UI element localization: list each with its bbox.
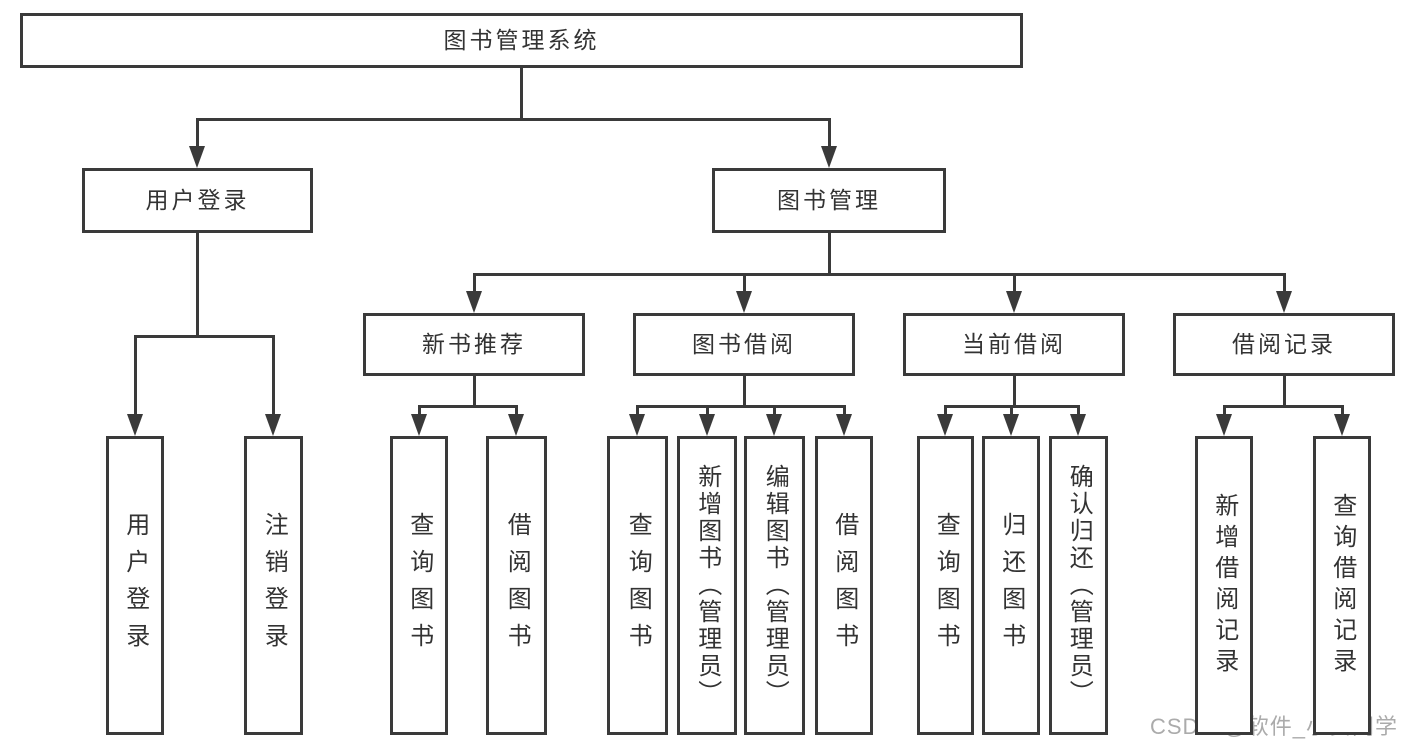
node-records-add-record: 新增借阅记录 [1195, 436, 1253, 735]
connector-drop-book-management [1012, 273, 1016, 297]
arrow-down-icon [736, 291, 752, 313]
node-label-borrow-borrow-book: 借阅图书 [830, 511, 858, 660]
node-current-borrowing: 当前借阅 [903, 313, 1125, 376]
arrow-down-icon [189, 146, 205, 168]
arrow-down-icon [1006, 291, 1022, 313]
connector-stem-user-login [195, 233, 199, 338]
node-label-borrow-add-book-admin: 新增图书（管理员） [693, 464, 721, 707]
node-borrow-edit-book-admin: 编辑图书（管理员） [744, 436, 805, 735]
connector-drop-book-management [1282, 273, 1286, 297]
arrow-down-icon [836, 414, 852, 436]
node-book-borrowing: 图书借阅 [633, 313, 855, 376]
connector-drop-book-borrowing [772, 405, 776, 420]
node-book-management: 图书管理 [712, 168, 946, 233]
node-label-newbook-borrow-book: 借阅图书 [503, 511, 531, 660]
node-label-newbook-query-book: 查询图书 [405, 511, 433, 660]
connector-drop-current-borrowing [1009, 405, 1013, 420]
arrow-down-icon [508, 414, 524, 436]
node-label-book-management: 图书管理 [777, 187, 881, 214]
node-login: 用户登录 [106, 436, 164, 735]
node-current-query-book: 查询图书 [917, 436, 974, 735]
node-records-query-record: 查询借阅记录 [1313, 436, 1371, 735]
arrow-down-icon [127, 414, 143, 436]
connector-stem-borrowing-records [1282, 376, 1286, 408]
node-borrow-add-book-admin: 新增图书（管理员） [677, 436, 737, 735]
node-newbook-borrow-book: 借阅图书 [486, 436, 547, 735]
node-label-logout: 注销登录 [260, 511, 288, 660]
node-label-book-borrowing: 图书借阅 [692, 331, 796, 358]
node-current-return-book: 归还图书 [982, 436, 1040, 735]
connector-drop-new-book-recommend [417, 405, 421, 420]
connector-bus-book-management [472, 273, 1286, 276]
arrow-down-icon [1216, 414, 1232, 436]
arrow-down-icon [821, 146, 837, 168]
connector-drop-current-borrowing [1076, 405, 1080, 420]
connector-drop-root [195, 118, 199, 152]
node-label-user-login: 用户登录 [145, 187, 250, 214]
connector-drop-book-borrowing [842, 405, 846, 420]
arrow-down-icon [265, 414, 281, 436]
connector-drop-current-borrowing [943, 405, 947, 420]
arrow-down-icon [699, 414, 715, 436]
node-label-current-query-book: 查询图书 [932, 511, 960, 660]
arrow-down-icon [1276, 291, 1292, 313]
connector-stem-current-borrowing [1012, 376, 1016, 408]
connector-bus-user-login [133, 335, 275, 338]
connector-drop-book-management [472, 273, 476, 297]
node-label-root: 图书管理系统 [443, 27, 600, 54]
connector-drop-new-book-recommend [514, 405, 518, 420]
connector-bus-root [195, 118, 831, 121]
connector-stem-book-management [827, 233, 831, 276]
connector-drop-book-borrowing [705, 405, 709, 420]
arrow-down-icon [629, 414, 645, 436]
node-new-book-recommend: 新书推荐 [363, 313, 585, 376]
connector-bus-borrowing-records [1222, 405, 1344, 408]
connector-drop-root [827, 118, 831, 152]
connector-drop-borrowing-records [1222, 405, 1226, 420]
connector-stem-new-book-recommend [472, 376, 476, 408]
node-label-current-return-book: 归还图书 [997, 511, 1025, 660]
node-borrowing-records: 借阅记录 [1173, 313, 1395, 376]
arrow-down-icon [937, 414, 953, 436]
connector-stem-root [519, 68, 523, 121]
arrow-down-icon [1334, 414, 1350, 436]
connector-drop-user-login [133, 335, 137, 420]
arrow-down-icon [411, 414, 427, 436]
node-newbook-query-book: 查询图书 [390, 436, 448, 735]
node-label-records-add-record: 新增借阅记录 [1210, 492, 1238, 679]
connector-drop-borrowing-records [1340, 405, 1344, 420]
node-label-borrow-edit-book-admin: 编辑图书（管理员） [761, 464, 789, 707]
node-label-new-book-recommend: 新书推荐 [422, 331, 526, 358]
node-label-current-borrowing: 当前借阅 [962, 331, 1066, 358]
node-label-borrowing-records: 借阅记录 [1232, 331, 1336, 358]
node-label-login: 用户登录 [121, 511, 149, 660]
connector-drop-book-borrowing [635, 405, 639, 420]
node-label-current-confirm-return-admin: 确认归还（管理员） [1065, 464, 1093, 707]
connector-drop-book-management [742, 273, 746, 297]
node-label-borrow-query-book: 查询图书 [624, 511, 652, 660]
node-logout: 注销登录 [244, 436, 303, 735]
node-borrow-query-book: 查询图书 [607, 436, 668, 735]
arrow-down-icon [1070, 414, 1086, 436]
arrow-down-icon [1003, 414, 1019, 436]
connector-drop-user-login [271, 335, 275, 420]
arrow-down-icon [466, 291, 482, 313]
node-borrow-borrow-book: 借阅图书 [815, 436, 873, 735]
connector-stem-book-borrowing [742, 376, 746, 408]
arrow-down-icon [766, 414, 782, 436]
connector-bus-book-borrowing [635, 405, 846, 408]
node-user-login: 用户登录 [82, 168, 313, 233]
node-current-confirm-return-admin: 确认归还（管理员） [1049, 436, 1108, 735]
node-root: 图书管理系统 [20, 13, 1023, 68]
connector-bus-new-book-recommend [417, 405, 518, 408]
node-label-records-query-record: 查询借阅记录 [1328, 492, 1356, 679]
